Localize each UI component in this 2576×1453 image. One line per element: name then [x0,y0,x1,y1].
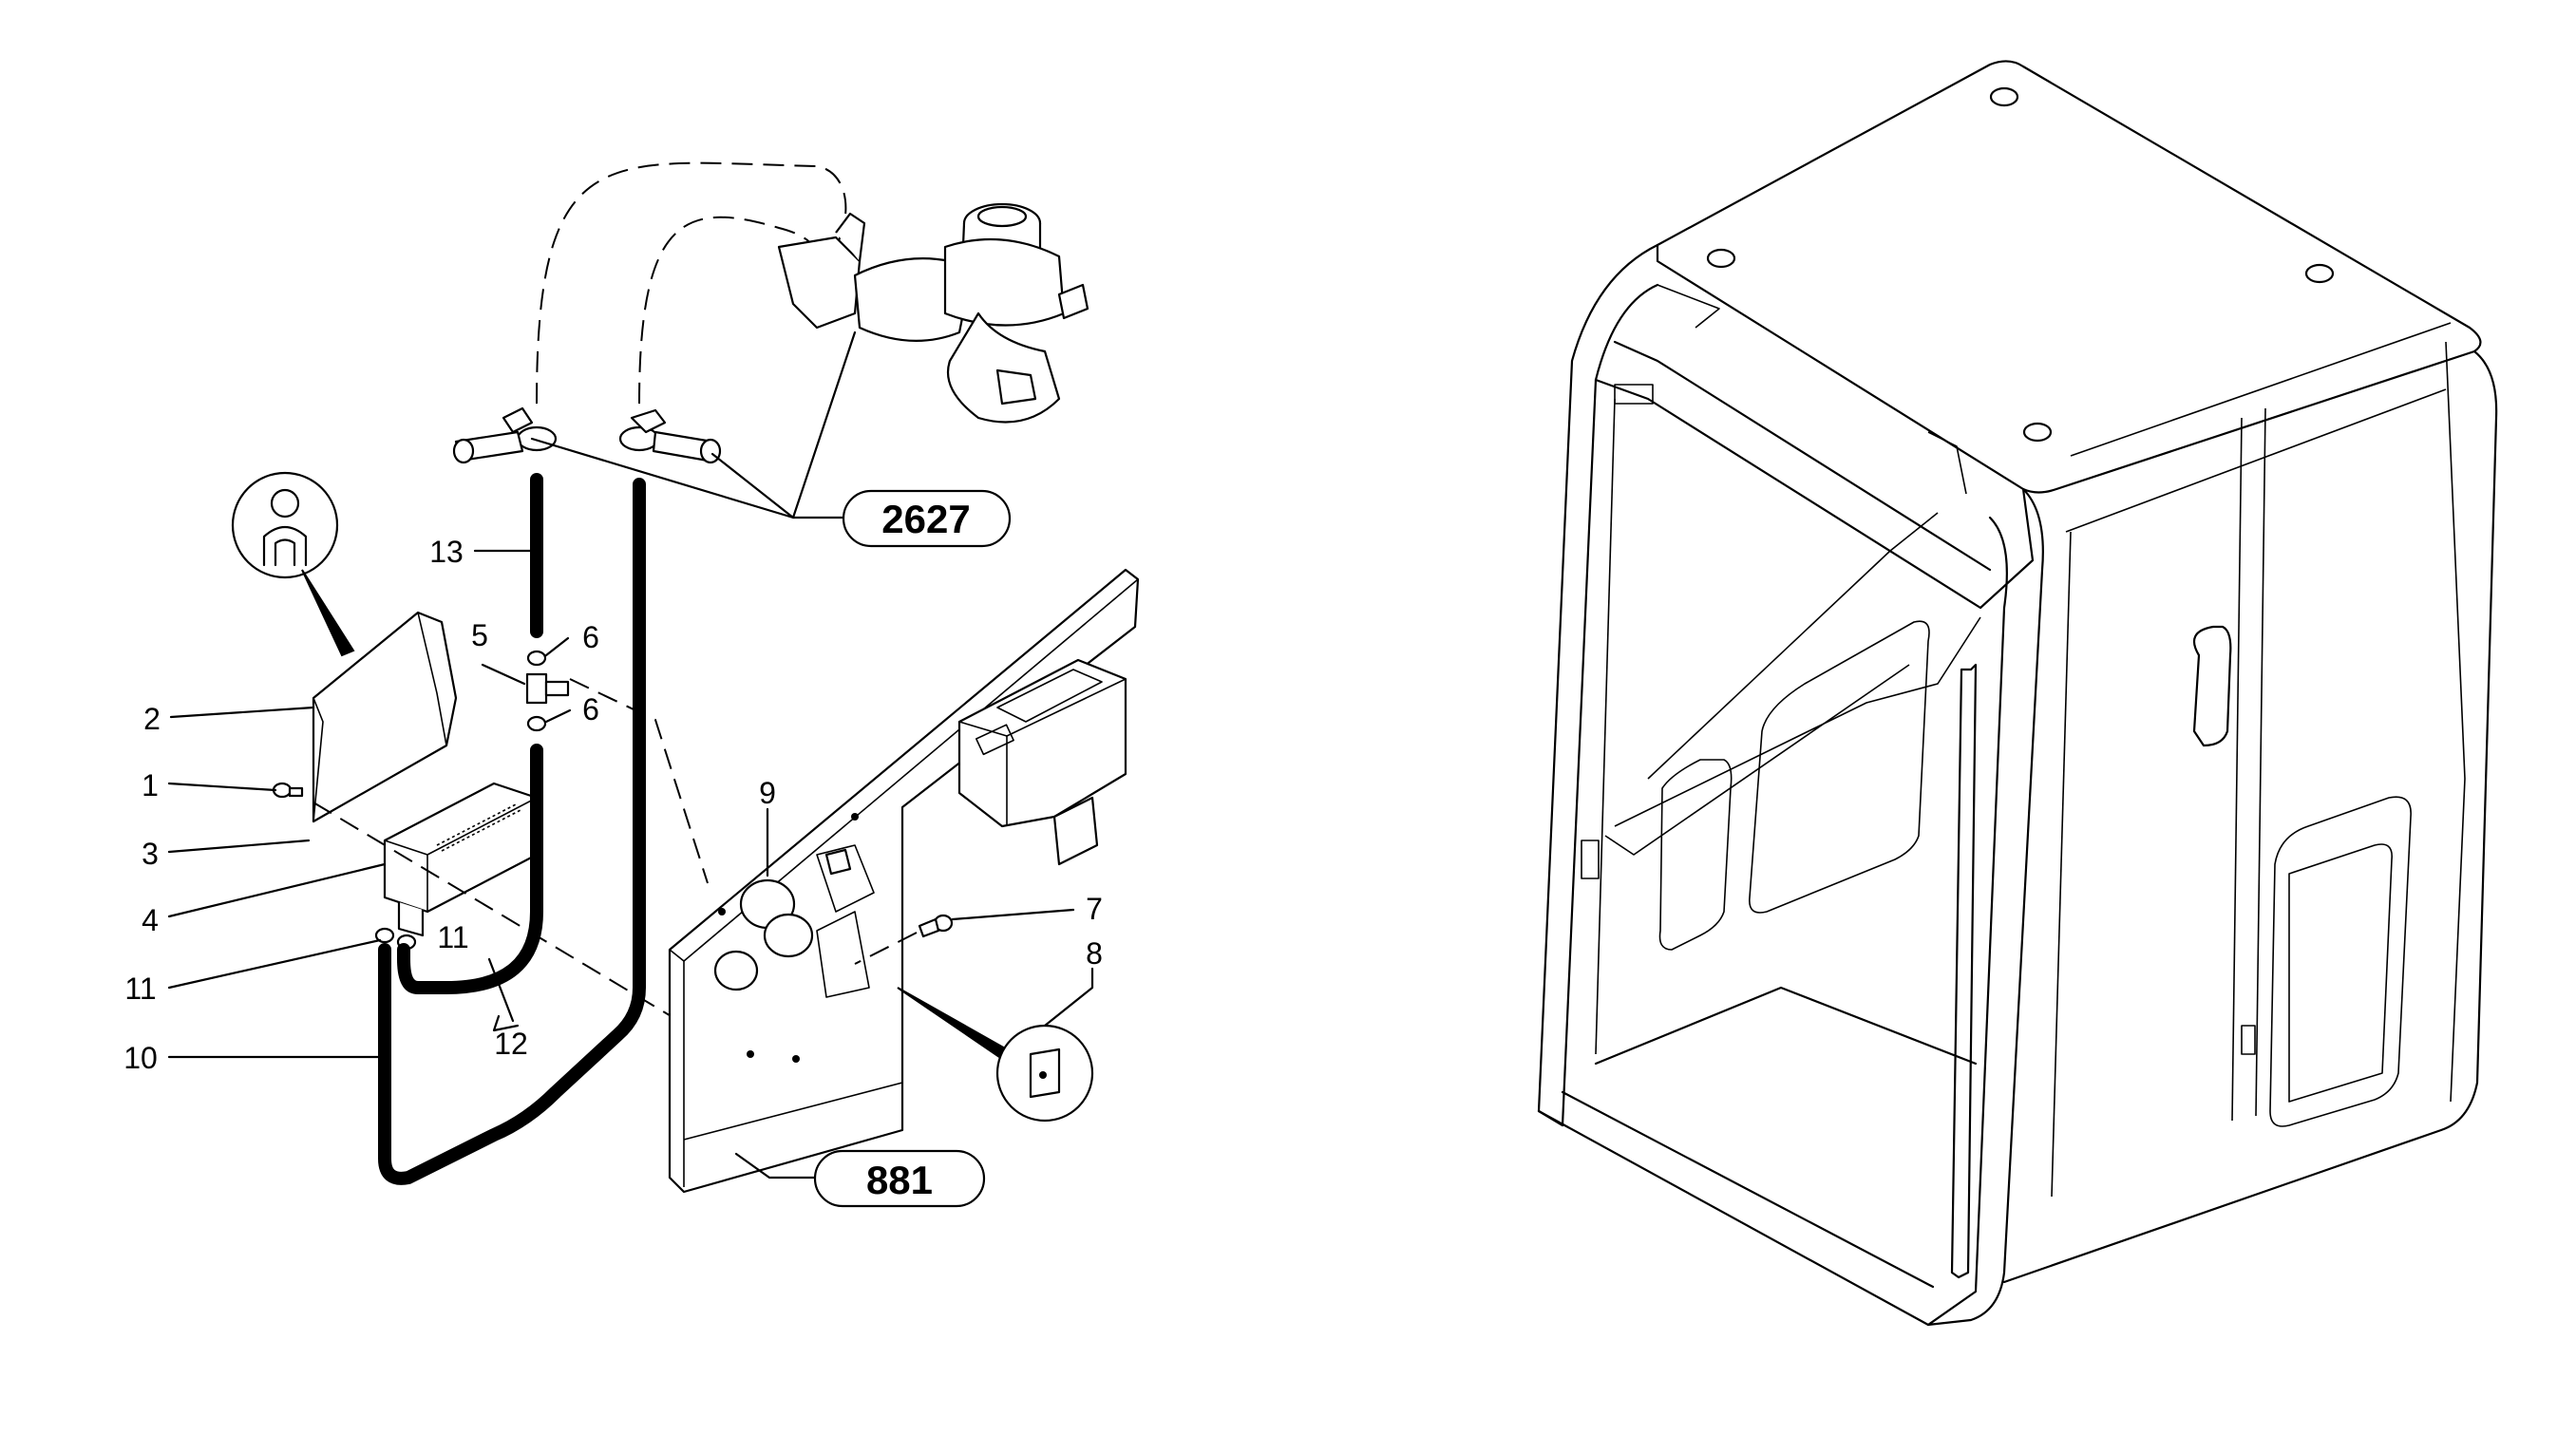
screw-1 [272,782,304,799]
leader-7 [951,908,1075,921]
cab-rear-right-pillar [2002,349,2498,1284]
callout-13: 13 [429,535,464,569]
cab-floor-frame [1594,986,1978,1066]
hose-clip-11-left [374,927,395,944]
callout-11-left: 11 [124,972,156,1006]
callout-9: 9 [759,776,776,810]
callout-12: 12 [494,1027,528,1061]
hose-clip-6-upper [526,650,547,667]
callout-3: 3 [142,837,159,871]
leader-12 [492,1014,520,1032]
icon-pointer-arrow [301,569,355,657]
cab-roof [1656,60,2482,494]
callout-4: 4 [142,903,159,937]
callout-5: 5 [471,618,488,652]
cab-bottom-front-inner [1561,1090,1935,1289]
cab-front-top-rail [1594,378,2035,610]
cab-bottom-front [1537,1109,1930,1327]
ref-label-2627: 2627 [881,497,970,541]
roof-bolts [1706,86,2335,443]
ref-box-881 [813,1149,986,1208]
leader-2 [169,706,315,719]
cab-frame-view [1537,60,2498,1327]
leader-881 [734,1152,819,1179]
cab-door-window [2269,796,2412,1127]
hose-12 [397,744,543,994]
leader-4 [167,862,387,918]
leader-6-lower [544,708,572,724]
clip-detail-icon [995,1024,1094,1123]
ref-box-2627 [842,489,1012,548]
cab-left-window-b [1749,620,1930,914]
leader-8 [1043,967,1094,1028]
callout-6-lower: 6 [582,692,599,726]
leader-6-upper [544,636,570,657]
console-panel-881 [668,568,1140,1194]
callout-7: 7 [1086,892,1103,926]
callout-11-right: 11 [437,920,468,954]
cab-left-window-a [1658,759,1733,951]
alignment-line-screw [854,932,918,965]
ref-label-881: 881 [866,1158,933,1202]
cover-part-2 [312,611,458,823]
callout-10: 10 [123,1041,158,1075]
leader-12-b [487,957,515,1023]
leader-2627-b [710,452,847,519]
routing-line-upper [536,161,847,405]
leader-3 [167,839,311,854]
screw-7 [918,914,954,938]
cab-grab-handle-left [1950,663,1978,1279]
leader-1 [167,782,277,792]
callout-1: 1 [142,768,159,802]
hose-10 [378,478,646,1185]
pipe-clamp-right [618,408,722,464]
leader-2627-a [530,330,857,519]
exploded-heater-view: 2627 13 5 6 6 [123,161,1140,1208]
heater-valve-assembly [777,202,1089,424]
callout-6-upper: 6 [582,620,599,654]
leader-11-left [167,938,382,990]
operator-person-icon [231,471,339,579]
clip-pointer-arrow [897,987,1009,1061]
cab-grab-handle-right [2192,625,2232,747]
cab-front-rail-inner [1613,340,1992,572]
cab-front-right-pillar [1926,487,2044,1327]
callout-2: 2 [143,702,161,736]
pipe-clamp-left [452,406,558,464]
tee-fitting-5 [525,672,570,705]
leader-5 [481,663,526,686]
callout-8: 8 [1086,936,1103,971]
hose-clip-6-lower [526,715,547,732]
console-module [957,658,1127,866]
alignment-line-tee [569,678,709,884]
